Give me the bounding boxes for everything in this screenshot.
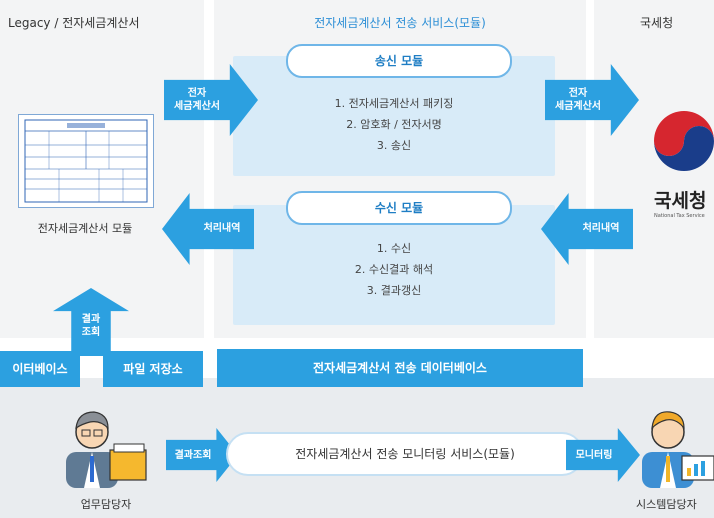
operator-label: 업무담당자 <box>56 496 156 512</box>
invoice-arrow-right-label: 전자 세금계산서 <box>545 87 611 113</box>
interface-db-bar: 이터베이스 <box>0 351 80 387</box>
nts-logo-icon <box>650 108 714 174</box>
send-step-1: 1. 전자세금계산서 패키징 <box>233 93 555 114</box>
legacy-panel-title: Legacy / 전자세금계산서 <box>8 14 139 31</box>
process-arrow-right-label: 처리내역 <box>569 222 633 235</box>
invoice-arrow-left-label: 전자 세금계산서 <box>164 87 230 113</box>
nts-logo-text: 국세청 <box>654 186 706 213</box>
invoice-module-caption: 전자세금계산서 모듈 <box>0 220 170 236</box>
invoice-form-icon <box>18 114 154 208</box>
send-module-steps: 1. 전자세금계산서 패키징 2. 암호화 / 전자서명 3. 송신 <box>233 93 555 156</box>
process-arrow-left-label: 처리내역 <box>190 222 254 235</box>
nts-panel-title: 국세청 <box>640 14 673 31</box>
receive-step-2: 2. 수신결과 해석 <box>233 259 555 280</box>
send-step-2: 2. 암호화 / 전자서명 <box>233 114 555 135</box>
transmission-db-bar: 전자세금계산서 전송 데이터베이스 <box>217 349 583 387</box>
receive-step-1: 1. 수신 <box>233 238 555 259</box>
send-step-3: 3. 송신 <box>233 135 555 156</box>
send-module-title: 송신 모듈 <box>286 44 512 78</box>
monitoring-service-pill: 전자세금계산서 전송 모니터링 서비스(모듈) <box>226 432 584 476</box>
sysadmin-label: 시스템담당자 <box>636 496 714 512</box>
receive-step-3: 3. 결과갱신 <box>233 280 555 301</box>
monitoring-arrow-label: 모니터링 <box>566 449 622 462</box>
result-query-bottom-label: 결과조회 <box>166 449 220 462</box>
receive-module-steps: 1. 수신 2. 수신결과 해석 3. 결과갱신 <box>233 238 555 301</box>
result-query-arrow-label: 결과 조회 <box>53 313 129 339</box>
nts-logo-subtext: National Tax Service <box>654 213 705 219</box>
service-panel-title: 전자세금계산서 전송 서비스(모듈) <box>214 14 586 31</box>
receive-module-title: 수신 모듈 <box>286 191 512 225</box>
operator-person-icon <box>60 398 152 490</box>
sysadmin-person-icon <box>634 398 714 490</box>
file-store-bar: 파일 저장소 <box>103 351 203 387</box>
